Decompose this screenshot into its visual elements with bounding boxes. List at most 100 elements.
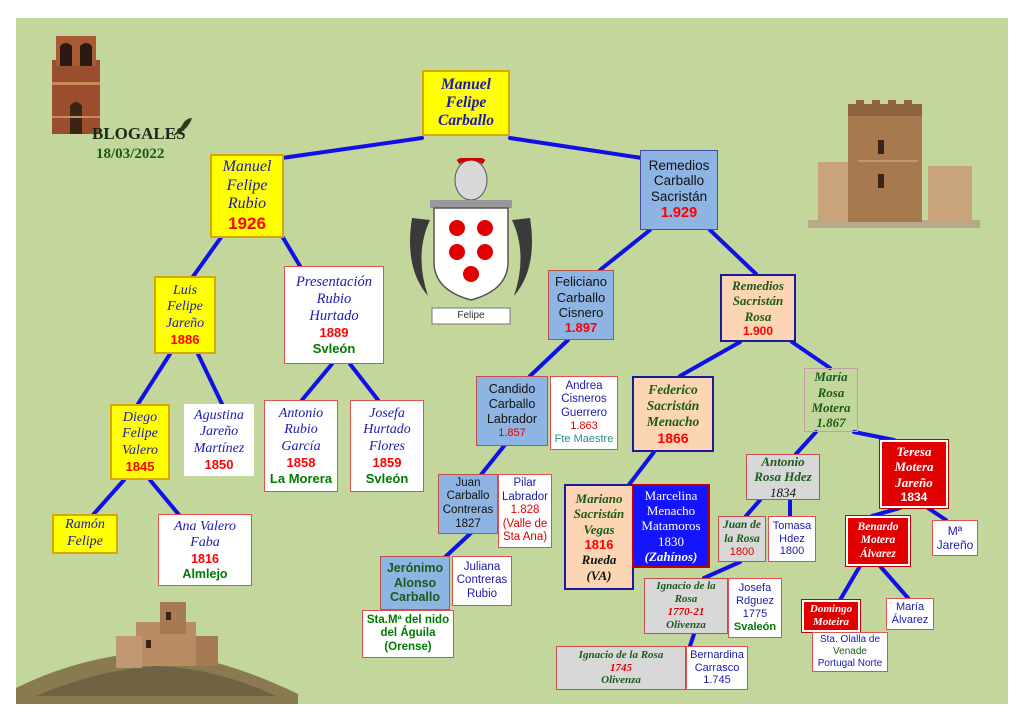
person-name: Juan [455,476,481,489]
person-name: Hdez [779,532,805,545]
person-name: Teresa [896,443,932,459]
person-name: Cisnero [558,305,604,320]
person-year: 1.867 [816,415,846,431]
person-year: 1.897 [564,320,598,336]
person-name: Benardo [857,520,899,533]
person-manuel-felipe-carballo: Manuel Felipe Carballo [422,70,510,136]
person-juan-carballo-contreras: Juan Carballo Contreras 1827 [438,474,498,534]
person-agustina-jareno: Agustina Jareño Martínez 1850 [184,404,254,476]
person-year: 1859 [372,455,402,471]
person-name: Felipe [445,93,487,111]
person-name: Jerónimo [386,560,444,575]
person-name: Ana Valero [173,518,237,534]
person-name: Motera [860,534,896,547]
person-name: Cisneros [561,393,607,406]
connector [678,340,742,378]
person-place: Olivenza [666,618,706,631]
person-ma-jareno: Mª Jareño [932,520,978,556]
person-antonio-rubio: Antonio Rubio García 1858 La Morera [264,400,338,492]
person-name: Antonio [761,454,805,470]
person-name: Juliana [463,560,501,573]
person-year: 1850 [204,457,234,473]
connector [790,340,832,370]
person-name: Sacristán [650,189,708,205]
person-year: 1.900 [742,323,774,338]
connector [926,506,948,522]
connector [508,136,644,160]
person-ignacio-de-la-rosa-1770: Ignacio de la Rosa 1770-21 Olivenza [644,578,728,634]
person-name: Flores [368,438,406,454]
hill-castle-image [16,596,298,704]
person-name: Manuel [222,157,272,175]
person-name: Labrador [501,490,549,503]
connector [702,560,742,580]
person-remedios-sacristan: Remedios Sacristán Rosa 1.900 [720,274,796,342]
person-name: Carrasco [694,661,740,674]
person-place: (Zahínos) [644,548,698,564]
person-name: Contreras [456,574,508,587]
person-name: Felipe [226,176,268,194]
person-jeronimo-alonso: Jerónimo Alonso Carballo [380,556,450,610]
person-mariano-sacristan: Mariano Sacristán Vegas 1816 Rueda (VA) [564,484,634,590]
person-name: Rosa [744,308,772,324]
person-year: 1827 [455,517,481,530]
place-line: (Orense) [384,640,432,653]
person-name: Feliciano [554,274,608,290]
person-benardo-motera: Benardo Motera Álvarez [845,515,911,567]
person-name: Domingo [809,603,853,616]
person-name: Martínez [193,440,245,456]
person-name: Felipe [67,534,103,549]
person-year: 1745 [610,661,632,674]
person-pilar-labrador: Pilar Labrador 1.828 (Valle de Sta Ana) [498,474,552,548]
person-year: 1886 [170,332,200,348]
person-name: María [814,369,848,385]
person-remedios-carballo: Remedios Carballo Sacristán 1.929 [640,150,718,230]
person-name: Rubio [316,291,352,308]
person-name: Hurtado [309,308,359,325]
person-maria-alvarez: María Álvarez [886,598,934,630]
person-name: Valero [121,442,159,458]
connector [148,478,182,518]
connector [440,530,474,562]
connector [528,338,570,378]
person-name: Rosa [674,593,698,606]
person-juliana-contreras: Juliana Contreras Rubio [452,556,512,606]
connector [136,352,172,406]
person-place: Svleón [365,470,409,486]
person-year: 1889 [319,325,349,341]
person-name: la Rosa [724,532,760,545]
person-name: Tomasa [772,519,812,532]
person-name: Mariano [575,491,623,507]
person-year: 1816 [584,537,614,552]
person-name: Sacristán [732,293,784,309]
feather-icon [170,116,194,138]
church-tower-image [46,30,106,134]
person-name: Motera [811,400,851,415]
person-luis-felipe-jareno: Luis Felipe Jareño 1886 [154,276,216,354]
person-year: 1775 [742,608,768,620]
person-name: Josefa [369,405,405,421]
person-josefa-hurtado: Josefa Hurtado Flores 1859 Svleón [350,400,424,492]
person-name: Ramón [65,517,105,533]
connector [870,506,902,518]
connector [478,444,506,478]
person-candido-carballo: Candido Carballo Labrador 1.857 [476,376,548,446]
person-name: Carballo [446,490,490,503]
castle-image [808,100,980,228]
blog-date: 18/03/2022 [96,146,165,162]
person-name: Rdguez [736,595,774,608]
person-year: 1926 [228,214,266,234]
person-name: Jareño [895,474,933,490]
person-bernardina-carrasco: Bernardina Carrasco 1.745 [686,646,748,690]
person-name: Rubio [227,195,267,213]
person-year: 1834 [770,484,796,500]
place-sta-olalla-venade: Sta. Olalla de Venade Portugal Norte [812,632,888,672]
person-name: Rubio [466,587,498,600]
person-name: Federico [648,381,698,397]
person-year: 1800 [729,546,755,559]
person-name: Felipe [122,426,158,442]
connector [878,564,910,600]
person-name: Rosa Hdez [754,469,812,485]
person-name: Faba [190,535,220,551]
person-place: Olivenza [601,674,641,687]
